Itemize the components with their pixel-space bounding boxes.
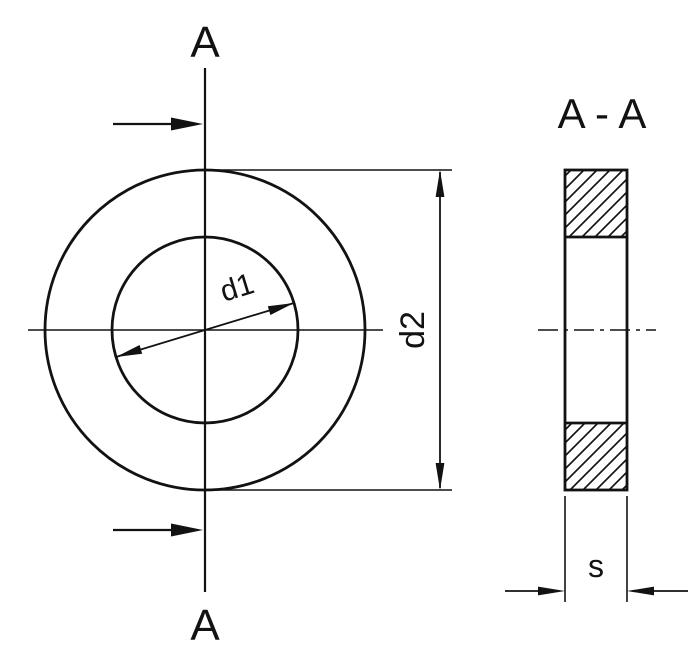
section-arrow-top-head-icon [171, 117, 203, 131]
hatch-line [582, 445, 628, 491]
hatch-line [595, 458, 628, 491]
hatch-line [564, 422, 625, 483]
hatch-lines-top [564, 169, 628, 238]
hatch-line [564, 169, 585, 190]
section-arrow-bottom [113, 523, 203, 537]
hatch-line [564, 422, 586, 444]
hatch-line [568, 178, 628, 238]
section-marker-top-label: A [190, 18, 220, 67]
s-arrowhead-left-icon [538, 586, 565, 596]
hatch-line [594, 204, 628, 238]
hatch-line [564, 169, 572, 177]
d2-arrowhead-top-icon [435, 170, 445, 197]
dimension-d2: d2 [212, 169, 452, 491]
hatch-line [621, 484, 628, 491]
section-view-title: A - A [558, 90, 647, 137]
dimension-s: s [505, 496, 688, 602]
hatch-line [608, 471, 628, 491]
d1-arrowhead-left-icon [116, 345, 143, 357]
hatch-line [564, 169, 598, 203]
hatch-line [581, 191, 628, 238]
hatch-line [564, 422, 599, 457]
hatch-line [564, 422, 573, 431]
section-arrow-top [113, 117, 203, 131]
d1-arrowhead-right-icon [267, 303, 294, 315]
hatch-line [620, 230, 628, 238]
hatch-line [569, 432, 628, 491]
hatch-line [564, 422, 612, 470]
d2-arrowhead-bottom-icon [435, 463, 445, 490]
d1-label: d1 [216, 267, 258, 308]
section-arrow-bottom-head-icon [171, 523, 203, 537]
hatch-line [607, 217, 628, 238]
hatch-lines-bottom [564, 422, 628, 491]
d2-label: d2 [394, 311, 432, 349]
d1-dimension-line [115, 302, 295, 358]
s-arrowhead-right-icon [627, 586, 654, 596]
section-marker-bottom-label: A [190, 601, 220, 650]
s-label: s [588, 548, 604, 584]
hatch-line [564, 169, 624, 229]
hatch-line [564, 169, 611, 216]
front-view: A A [28, 18, 383, 650]
section-view: A - A [538, 90, 656, 492]
